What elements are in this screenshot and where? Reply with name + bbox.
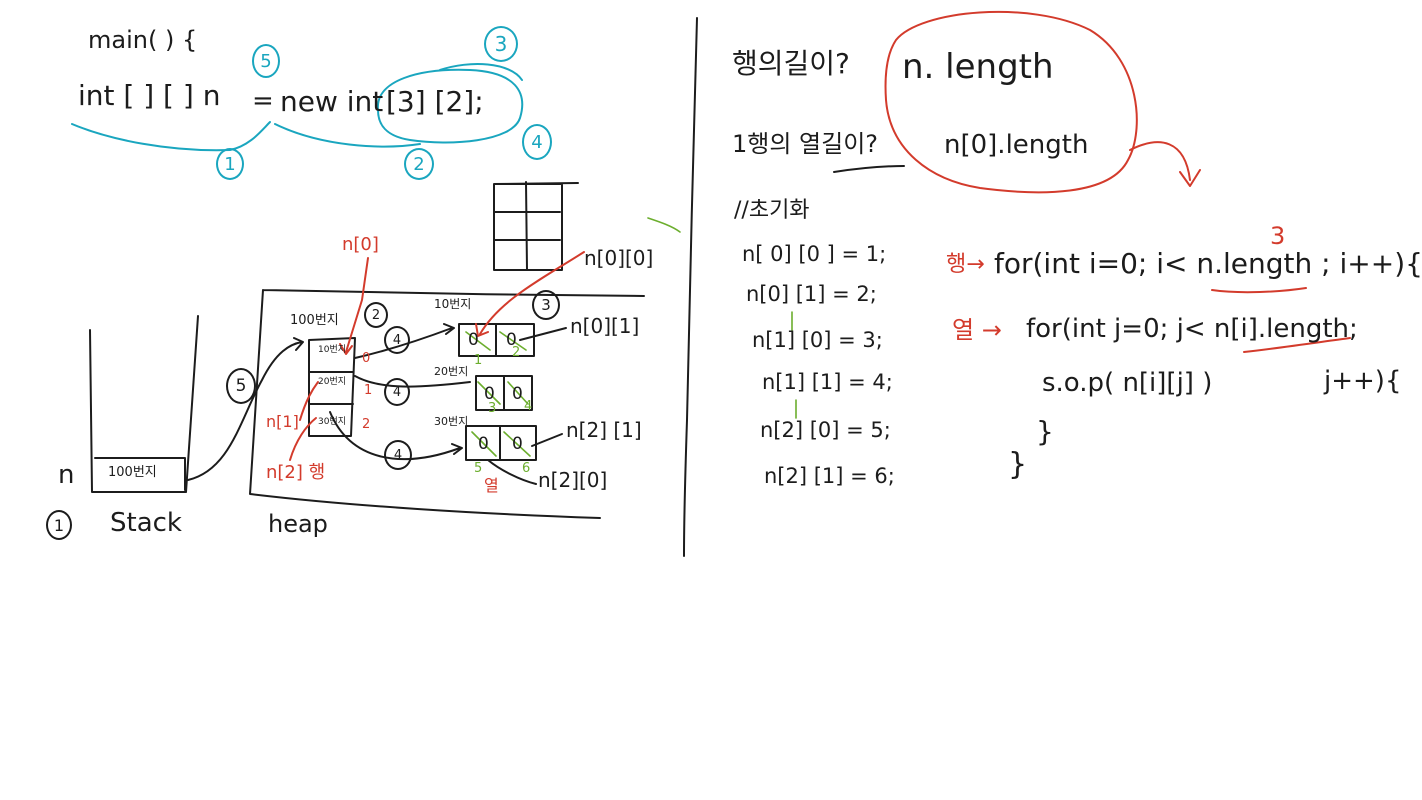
step-marker: 1 bbox=[216, 148, 244, 180]
step-marker: 4 bbox=[384, 378, 410, 406]
stack-outline bbox=[89, 315, 199, 493]
array-address: 100번지 bbox=[290, 313, 339, 328]
row-length-answer: n. length bbox=[902, 47, 1054, 87]
main-line: main( ) { bbox=[88, 26, 198, 54]
cell-value: 0 bbox=[512, 384, 523, 404]
row-block-addr: 10번지 bbox=[434, 297, 472, 311]
init-line: n[1] [1] = 4; bbox=[762, 370, 893, 394]
init-line: n[2] [1] = 6; bbox=[764, 464, 895, 488]
new-value: 5 bbox=[474, 461, 483, 476]
stack-cell bbox=[94, 457, 186, 491]
row-block-0 bbox=[458, 323, 535, 357]
step-marker: 2 bbox=[364, 302, 388, 328]
decl-lhs: int [ ] [ ] n bbox=[78, 79, 221, 112]
close-brace: } bbox=[1036, 415, 1054, 448]
col-underline bbox=[833, 165, 905, 173]
dims-arc bbox=[439, 63, 523, 81]
for-outer: for(int i=0; i< n.length ; i++){ bbox=[994, 247, 1422, 280]
step-marker: 4 bbox=[384, 440, 412, 470]
step-marker: 4 bbox=[522, 124, 552, 160]
heap-frame bbox=[249, 289, 645, 519]
new-value: 6 bbox=[522, 461, 531, 476]
step-marker: 5 bbox=[252, 44, 280, 78]
init-line: n[0] [1] = 2; bbox=[746, 282, 877, 306]
new-value: 2 bbox=[512, 345, 521, 360]
row-length-question: 행의길이? bbox=[732, 47, 850, 80]
decl-eq: = bbox=[252, 86, 274, 116]
step-marker: 5 bbox=[226, 368, 256, 404]
cell-value: 0 bbox=[468, 330, 479, 350]
row-block-addr: 30번지 bbox=[434, 415, 469, 428]
col-length-answer: n[0].length bbox=[944, 130, 1089, 160]
col-length-question: 1행의 열길이? bbox=[732, 130, 879, 158]
label-n20: n[2][0] bbox=[538, 468, 608, 492]
row-addr-1: 20번지 bbox=[318, 377, 347, 387]
decl-dims: [3] [2]; bbox=[386, 85, 484, 118]
label-n0: n[0] bbox=[342, 234, 379, 255]
new-value: 4 bbox=[524, 399, 533, 414]
grid-sketch bbox=[493, 181, 579, 271]
row-addr-0: 10번지 bbox=[318, 345, 347, 355]
row-block-1 bbox=[475, 375, 533, 411]
stack-label: Stack bbox=[110, 508, 182, 538]
cell-value: 0 bbox=[506, 330, 517, 350]
init-comment: //초기화 bbox=[734, 198, 810, 223]
col-tag: 열 → bbox=[952, 316, 1002, 344]
row-index-0: 0 bbox=[362, 351, 371, 366]
inner-increment: j++){ bbox=[1324, 366, 1402, 396]
row-block-addr: 20번지 bbox=[434, 365, 469, 378]
for-inner: for(int j=0; j< n[i].length; bbox=[1026, 314, 1358, 344]
step-marker: 2 bbox=[404, 148, 434, 180]
new-value: 3 bbox=[488, 401, 497, 416]
label-n21: n[2] [1] bbox=[566, 418, 642, 442]
init-arrows bbox=[791, 311, 797, 419]
close-brace: } bbox=[1008, 447, 1028, 482]
label-col: 열 bbox=[484, 476, 499, 495]
arrow-stack-heap bbox=[187, 337, 304, 481]
row-block-2 bbox=[465, 425, 537, 461]
pointer-n0 bbox=[339, 257, 369, 355]
stack-cell-value: 100번지 bbox=[108, 465, 157, 480]
label-n01: n[0][1] bbox=[570, 314, 640, 338]
decl-new: new int bbox=[280, 85, 384, 118]
row-addr-2: 30번지 bbox=[318, 417, 347, 427]
row-tag: 행→ bbox=[946, 252, 985, 277]
label-n1: n[1] bbox=[266, 412, 299, 431]
length-bubble bbox=[884, 10, 1138, 194]
new-value: 1 bbox=[474, 353, 483, 368]
init-line: n[1] [0] = 3; bbox=[752, 328, 883, 352]
cell-value: 0 bbox=[478, 434, 489, 454]
cell-value: 0 bbox=[512, 434, 523, 454]
step-marker: 3 bbox=[532, 290, 560, 320]
underline-lhs bbox=[71, 121, 271, 152]
dims-loop bbox=[376, 68, 524, 144]
print-statement: s.o.p( n[i][j] ) bbox=[1042, 368, 1213, 398]
row-index-1: 1 bbox=[364, 383, 373, 398]
length-note: 3 bbox=[1270, 222, 1286, 250]
stack-step: 1 bbox=[46, 510, 72, 540]
step-marker: 3 bbox=[484, 26, 518, 62]
stack-var-name: n bbox=[58, 460, 75, 490]
label-n00: n[0][0] bbox=[584, 246, 654, 270]
init-line: n[2] [0] = 5; bbox=[760, 418, 891, 442]
init-line: n[ 0] [0 ] = 1; bbox=[742, 242, 887, 266]
underline-rhs bbox=[274, 123, 421, 148]
divider-line bbox=[683, 17, 698, 557]
step-marker: 4 bbox=[384, 326, 410, 354]
label-n2: n[2] 행 bbox=[266, 462, 326, 483]
heap-label: heap bbox=[268, 510, 328, 538]
row-index-2: 2 bbox=[362, 417, 371, 432]
cell-value: 0 bbox=[484, 384, 495, 404]
row-ref-array bbox=[308, 337, 356, 437]
